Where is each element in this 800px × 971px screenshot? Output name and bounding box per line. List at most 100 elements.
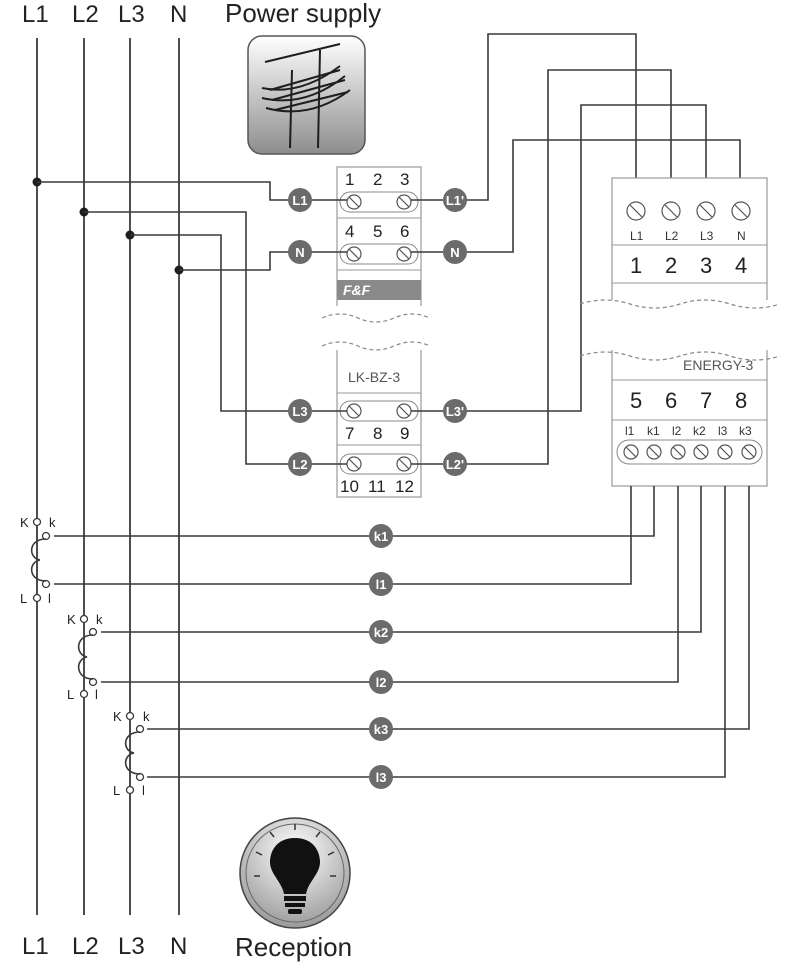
ct2-L: L: [67, 687, 74, 702]
ct1-k: k: [49, 515, 56, 530]
meter-ct-label-l3: l3: [718, 424, 728, 438]
badge-k2: k2: [369, 620, 393, 644]
svg-text:N: N: [450, 245, 459, 260]
svg-text:L2: L2: [292, 457, 307, 472]
top-label-l3: L3: [118, 1, 145, 28]
ct-1: [28, 517, 54, 604]
brand-logo: F&F: [343, 282, 371, 298]
badge-k3: k3: [369, 717, 393, 741]
ct3-l: l: [142, 783, 145, 798]
wire-l2-out: [455, 69, 672, 465]
meter-ct-label-k3: k3: [739, 424, 752, 438]
meter-terminal-8: 8: [735, 388, 747, 413]
module-name: LK-BZ-3: [348, 369, 400, 385]
meter-label-l1: L1: [630, 229, 644, 243]
badge-out-l2: L2': [443, 452, 467, 476]
badge-k1: k1: [369, 524, 393, 548]
wire-l2-in: [84, 211, 300, 465]
svg-text:L1: L1: [292, 193, 307, 208]
module-terminal-11: 11: [368, 477, 386, 496]
svg-text:L3: L3: [292, 404, 307, 419]
ct3-L: L: [113, 783, 120, 798]
wire-l1-ct: [46, 486, 632, 585]
svg-text:L1': L1': [446, 193, 464, 208]
meter-terminal-2: 2: [665, 253, 677, 278]
module-terminal-2: 2: [373, 170, 382, 189]
module-terminal-3: 3: [400, 170, 409, 189]
module-terminal-12: 12: [395, 477, 414, 496]
badge-in-l3: L3: [288, 399, 312, 423]
svg-text:N: N: [295, 245, 304, 260]
ct1-l: l: [48, 591, 51, 606]
wire-k3: [140, 486, 750, 730]
wire-l1-out: [455, 33, 637, 201]
svg-text:L2': L2': [446, 457, 464, 472]
ct2-k: k: [96, 612, 103, 627]
bottom-label-l2: L2: [72, 933, 99, 960]
module-terminal-5: 5: [373, 222, 382, 241]
meter-terminal-1: 1: [630, 253, 642, 278]
ct1-L: L: [20, 591, 27, 606]
badge-l3: l3: [369, 765, 393, 789]
bottom-label-n: N: [170, 933, 187, 960]
svg-text:k1: k1: [374, 529, 388, 544]
svg-text:k2: k2: [374, 625, 388, 640]
meter-label-l2: L2: [665, 229, 679, 243]
meter-top-screws: [626, 201, 751, 221]
badge-l2: l2: [369, 670, 393, 694]
top-label-l1: L1: [22, 1, 49, 28]
module-screws: [346, 194, 412, 472]
wire-l3-in: [130, 234, 300, 412]
ct-2: [75, 614, 101, 700]
energy-meter: [579, 177, 790, 487]
meter-terminal-7: 7: [700, 388, 712, 413]
meter-terminal-3: 3: [700, 253, 712, 278]
bottom-label-l3: L3: [118, 933, 145, 960]
wire-k2: [93, 486, 702, 633]
module-terminal-1: 1: [345, 170, 354, 189]
meter-label-n: N: [737, 229, 746, 243]
reception-title: Reception: [235, 932, 352, 962]
badge-in-n: N: [288, 240, 312, 264]
badge-out-n: N: [443, 240, 467, 264]
meter-label-l3: L3: [700, 229, 714, 243]
wire-n-in: [179, 251, 300, 271]
badge-in-l1: L1: [288, 188, 312, 212]
module-terminal-8: 8: [373, 424, 382, 443]
ct2-K: K: [67, 612, 76, 627]
svg-text:L3': L3': [446, 404, 464, 419]
svg-text:l2: l2: [376, 675, 387, 690]
top-label-n: N: [170, 1, 187, 28]
module-terminal-6: 6: [400, 222, 409, 241]
meter-terminal-4: 4: [735, 253, 747, 278]
meter-bottom-screws: [623, 444, 757, 460]
meter-ct-label-k1: k1: [647, 424, 660, 438]
meter-ct-label-l2: l2: [672, 424, 682, 438]
wire-l3-ct: [140, 486, 726, 778]
badge-l1: l1: [369, 572, 393, 596]
ct-3: [121, 711, 147, 797]
module-terminal-9: 9: [400, 424, 409, 443]
wire-k1: [46, 486, 655, 537]
ct1-K: K: [20, 515, 29, 530]
bottom-label-l1: L1: [22, 933, 49, 960]
ct2-l: l: [95, 687, 98, 702]
meter-terminal-6: 6: [665, 388, 677, 413]
meter-terminal-5: 5: [630, 388, 642, 413]
meter-name: ENERGY-3: [683, 357, 754, 373]
wire-l2-ct: [93, 486, 679, 683]
meter-ct-label-k2: k2: [693, 424, 706, 438]
module-terminal-4: 4: [345, 222, 354, 241]
module-terminal-10: 10: [340, 477, 359, 496]
protection-module: F&F LK-BZ-3: [321, 166, 431, 498]
wire-l1-in: [37, 181, 300, 201]
module-terminal-7: 7: [345, 424, 354, 443]
svg-text:k3: k3: [374, 722, 388, 737]
badge-out-l1: L1': [443, 188, 467, 212]
badge-in-l2: L2: [288, 452, 312, 476]
badge-out-l3: L3': [443, 399, 467, 423]
top-label-l2: L2: [72, 1, 99, 28]
ct3-K: K: [113, 709, 122, 724]
svg-text:l3: l3: [376, 770, 387, 785]
